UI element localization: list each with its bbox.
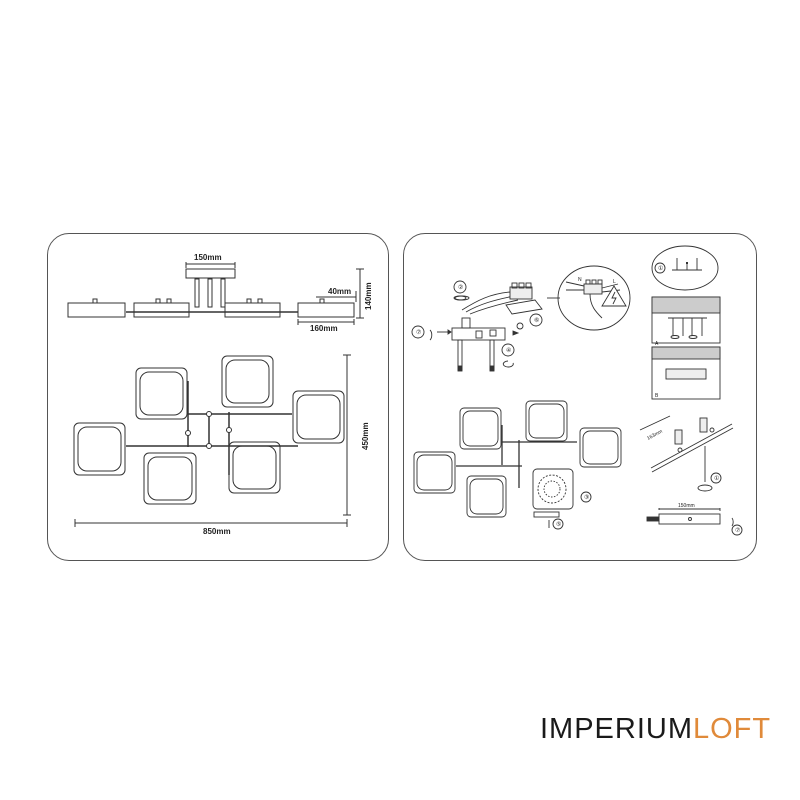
option-b-label: B <box>655 393 659 399</box>
top-view-shade-3 <box>292 390 345 444</box>
installation-panel <box>403 233 757 561</box>
step-1-label: ① <box>658 265 663 272</box>
drill-spacing-label: 163mm <box>646 429 664 442</box>
option-a-label: A <box>655 341 659 347</box>
dim-arm-height: 40mm <box>328 287 351 296</box>
led-module <box>537 474 567 504</box>
step-3-label: ③ <box>584 494 589 501</box>
side-view-shade-2 <box>133 302 190 318</box>
wire-n-label: N <box>578 277 582 283</box>
wire-l-label: L <box>613 279 616 285</box>
top-view-shade-5 <box>143 452 197 505</box>
step-6-label: ⑥ <box>534 317 539 324</box>
brand-part-1: IMPERIUM <box>540 713 693 745</box>
step-1-label-b: ① <box>714 475 719 482</box>
step-4-label: ④ <box>506 347 511 354</box>
side-view-shade-3 <box>224 302 281 318</box>
canopy-plate <box>658 513 721 525</box>
dim-canopy-width: 150mm <box>194 253 222 262</box>
mounting-bar <box>451 327 506 341</box>
side-view-canopy <box>185 268 236 279</box>
step-7-label: ⑦ <box>416 329 421 336</box>
dim-shade-width: 160mm <box>310 324 338 333</box>
brand-part-2: LOFT <box>693 713 772 745</box>
small-shade-3 <box>579 427 622 468</box>
small-shade-4 <box>413 451 456 494</box>
canopy-width-label: 150mm <box>678 503 695 509</box>
top-view-shade-1 <box>135 367 188 420</box>
top-view-shade-4 <box>73 422 126 476</box>
brand-logo: IMPERIUMLOFT <box>540 713 771 746</box>
step-5-label: ⑤ <box>556 521 561 528</box>
dim-total-width: 850mm <box>203 527 231 536</box>
step-7-label-b: ⑦ <box>735 527 740 534</box>
small-shade-6 <box>532 468 574 510</box>
dimensions-panel <box>47 233 389 561</box>
dim-total-height: 140mm <box>364 282 373 310</box>
top-view-shade-2 <box>221 355 274 408</box>
ceiling-drill-detail <box>651 245 719 291</box>
small-shade-1 <box>459 407 502 450</box>
small-shade-5 <box>466 475 507 518</box>
step-2-label: ② <box>458 284 463 291</box>
top-view-shade-6 <box>228 441 281 494</box>
side-view-shade-4 <box>297 302 355 318</box>
small-shade-2 <box>525 400 568 442</box>
dim-depth: 450mm <box>361 422 370 450</box>
